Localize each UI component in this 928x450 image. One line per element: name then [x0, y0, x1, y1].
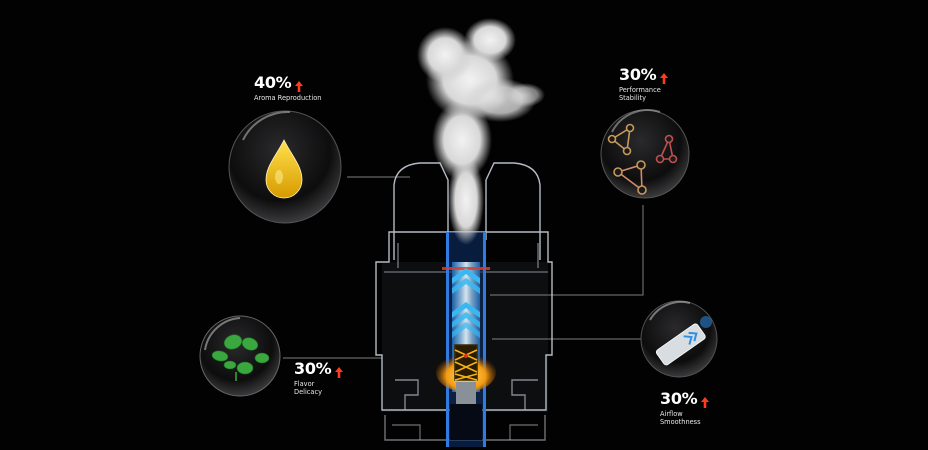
oil-drop-icon [265, 139, 303, 199]
performance-bubble [600, 109, 690, 199]
up-arrow-icon [701, 394, 710, 408]
flavor-bubble [199, 315, 281, 397]
label-line: Delicacy [294, 388, 322, 396]
heating-coil [454, 344, 478, 381]
airflow-tube-icon [655, 323, 706, 366]
label-line: Smoothness [660, 418, 701, 426]
up-arrow-icon [660, 70, 669, 84]
percent-value: 30% [619, 65, 657, 84]
feature-label: Performance Stability [619, 86, 668, 102]
vapor-cloud [417, 18, 545, 245]
percent-value: 30% [294, 359, 332, 378]
feature-airflow: 30% Airflow Smoothness [660, 389, 710, 426]
percent-value: 40% [254, 73, 292, 92]
molecule-icon [607, 123, 678, 195]
feature-label: Airflow Smoothness [660, 410, 709, 426]
up-arrow-icon [295, 78, 304, 92]
feature-performance: 30% Performance Stability [619, 65, 669, 102]
feature-aroma: 40% Aroma Reproduction [254, 73, 322, 103]
airflow-chevrons [452, 268, 480, 338]
feature-label: Flavor Delicacy [294, 380, 343, 396]
feature-label: Aroma Reproduction [254, 94, 322, 102]
leaf-plant-icon [211, 334, 270, 375]
label-line: Airflow [660, 410, 683, 418]
label-line: Stability [619, 94, 646, 102]
airflow-bubble [640, 300, 718, 378]
percent-value: 30% [660, 389, 698, 408]
label-line: Flavor [294, 380, 315, 388]
connector-lines [283, 176, 646, 359]
label-line: Performance [619, 86, 661, 94]
up-arrow-icon [335, 364, 344, 378]
aroma-bubble [228, 110, 342, 224]
feature-flavor: 30% Flavor Delicacy [294, 359, 344, 396]
